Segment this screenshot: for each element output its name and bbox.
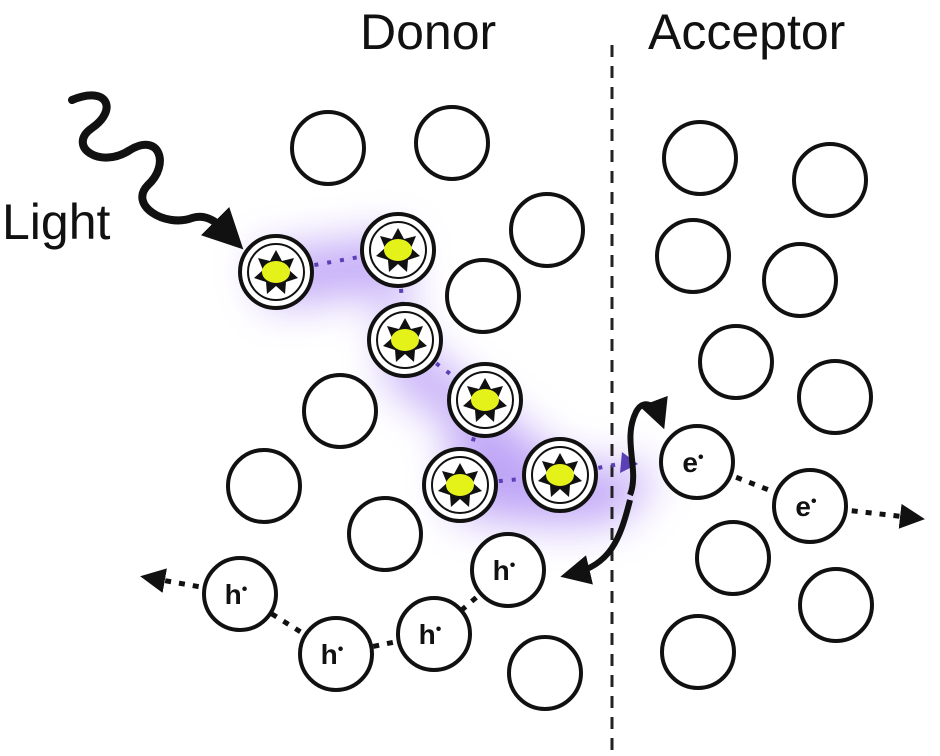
hole-molecule: h•: [396, 596, 472, 672]
charge-transfer-arrow-icon: [627, 395, 668, 497]
donor-molecule: [347, 496, 423, 572]
svg-text:h•: h•: [493, 555, 516, 586]
hole-symbol: h: [225, 579, 242, 610]
acceptor-molecule: [797, 359, 873, 435]
svg-text:e•: e•: [682, 447, 704, 478]
acceptor-molecule: [798, 567, 874, 643]
excited-molecule-icon: [238, 234, 314, 310]
acceptor-region-label: Acceptor: [648, 4, 846, 60]
svg-text:h•: h•: [321, 639, 344, 670]
donor-molecule: [290, 110, 366, 186]
electron-molecule: e•: [659, 424, 735, 500]
excited-molecule-icon: [447, 362, 523, 438]
svg-text:h•: h•: [225, 579, 248, 610]
svg-text:e•: e•: [795, 491, 817, 522]
electron-carriers: e• e•: [659, 424, 848, 544]
hole-symbol: h: [419, 619, 436, 650]
electron-charge-sign: •: [811, 493, 817, 510]
hole-symbol: h: [321, 639, 338, 670]
exciton-path-head: [620, 452, 638, 473]
hole-molecule: h•: [470, 532, 546, 608]
acceptor-molecule: [695, 520, 771, 596]
acceptor-molecule: [762, 242, 838, 318]
hole-carriers: h• h• h• h•: [202, 532, 546, 692]
hole-charge-sign: •: [436, 621, 442, 638]
hole-charge-sign: •: [338, 641, 344, 658]
excited-molecule-icon: [360, 212, 436, 288]
excited-molecule-icon: [422, 447, 498, 523]
acceptor-molecule: [792, 142, 868, 218]
donor-molecule: [414, 105, 490, 181]
acceptor-molecule: [660, 614, 736, 690]
light-label: Light: [2, 194, 111, 250]
donor-molecules: [226, 105, 585, 711]
wavy-light-arrow-icon: [68, 91, 244, 250]
svg-text:h•: h•: [419, 619, 442, 650]
charge-transfer-arrow-icon: [560, 499, 633, 585]
donor-molecule: [226, 448, 302, 524]
donor-molecule: [509, 192, 585, 268]
acceptor-molecule: [662, 120, 738, 196]
donor-molecule: [507, 635, 583, 711]
acceptor-molecule: [655, 218, 731, 294]
electron-molecule: e•: [772, 468, 848, 544]
hole-molecule: h•: [298, 616, 374, 692]
excited-molecules: [238, 212, 598, 523]
acceptor-molecules: [655, 120, 874, 690]
electron-charge-sign: •: [698, 449, 704, 466]
excited-molecule-icon: [522, 437, 598, 513]
hole-charge-sign: •: [242, 581, 248, 598]
acceptor-molecule: [698, 324, 774, 400]
donor-molecule: [445, 258, 521, 334]
excited-molecule-icon: [367, 302, 443, 378]
electron-symbol: e: [682, 447, 698, 478]
hole-molecule: h•: [202, 556, 278, 632]
electron-symbol: e: [795, 491, 811, 522]
donor-region-label: Donor: [360, 4, 497, 60]
hole-charge-sign: •: [510, 557, 516, 574]
donor-molecule: [302, 373, 378, 449]
hole-symbol: h: [493, 555, 510, 586]
